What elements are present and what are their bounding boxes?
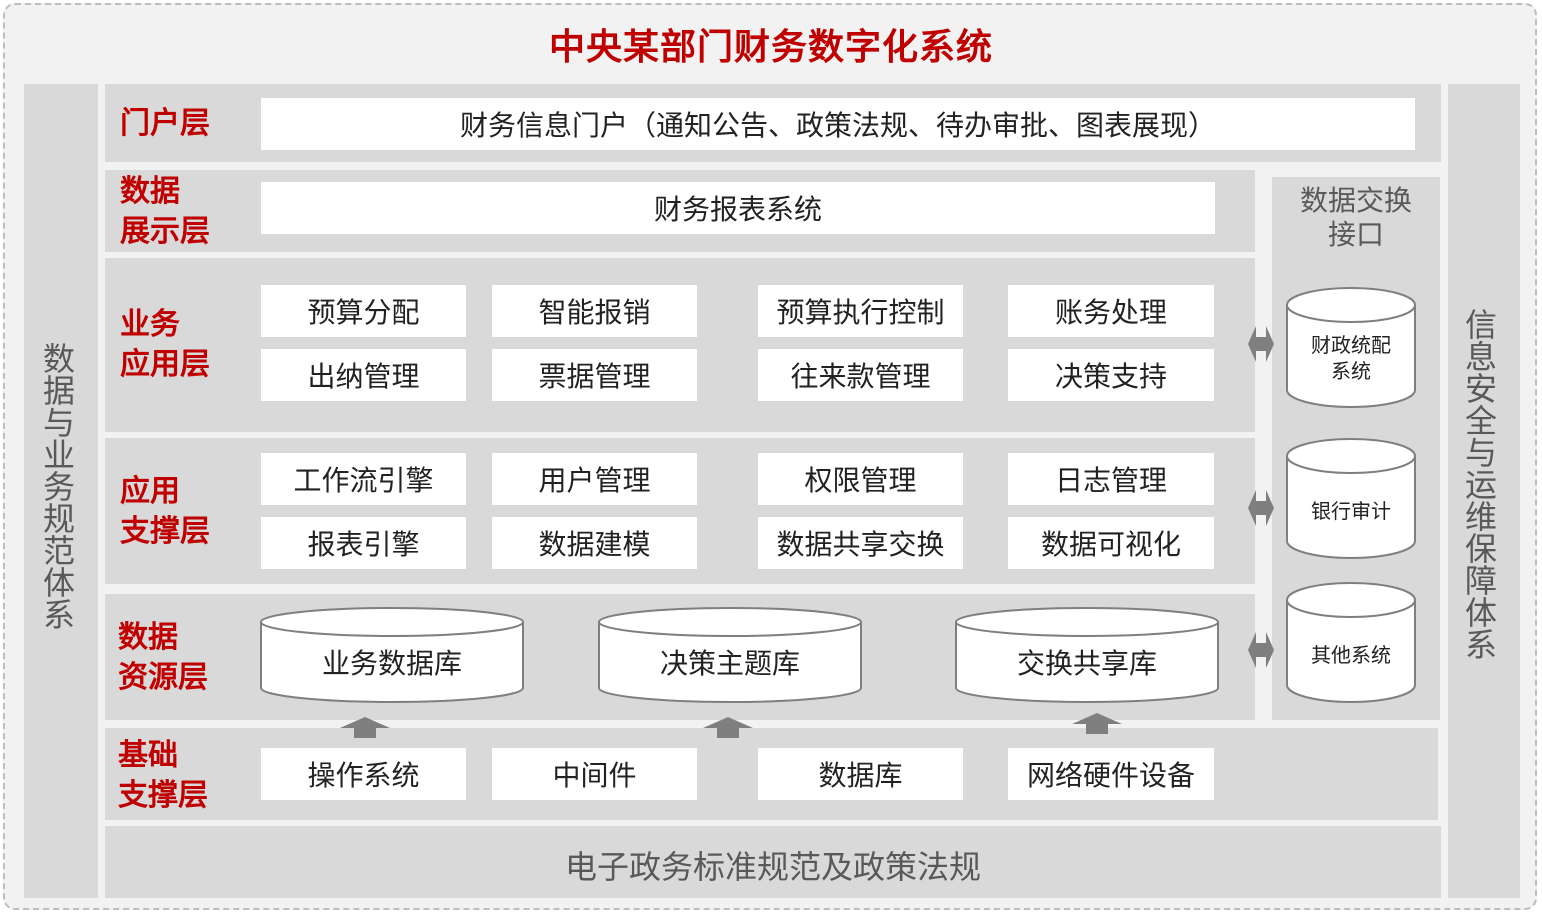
resource-layer-label: 数据资源层 [118,620,208,695]
system-cylinder [1286,582,1416,703]
portal-box: 财务信息门户（通知公告、政策法规、待办审批、图表展现） [261,98,1415,150]
portal-layer-label: 门户层 [120,106,210,141]
display-layer-label: 数据展示层 [120,174,210,249]
support-item: 数据可视化 [1008,517,1214,569]
support-item: 工作流引擎 [261,453,466,505]
base-layer-label: 基础支撑层 [118,738,208,813]
business-item: 智能报销 [492,285,697,337]
base-item: 数据库 [758,748,963,800]
system-cylinder [1286,438,1416,559]
system-label: 其他系统 [1311,642,1391,667]
system-label: 银行审计 [1311,498,1391,523]
support-item: 报表引擎 [261,517,466,569]
system-label: 财政统配系统 [1311,333,1391,383]
support-item: 用户管理 [492,453,697,505]
diagram-title: 中央某部门财务数字化系统 [548,27,993,68]
database-label: 业务数据库 [321,647,462,680]
business-item: 预算分配 [261,285,466,337]
up-arrow-icon [1072,713,1122,734]
base-item: 网络硬件设备 [1008,748,1214,800]
business-item: 决策支持 [1008,349,1214,401]
business-item: 出纳管理 [261,349,466,401]
support-item: 权限管理 [758,453,963,505]
right-column [1448,84,1520,898]
left-column-label: 数据与业务规范体系 [38,342,76,630]
support-layer-label: 应用支撑层 [120,474,210,549]
exchange-label: 数据交换接口 [1299,184,1412,251]
right-column-label: 信息安全与运维保障体系 [1460,308,1498,660]
left-column [24,84,98,898]
business-item: 往来款管理 [758,349,963,401]
database-label: 交换共享库 [1016,647,1157,680]
bottom-band [105,826,1441,898]
database-cylinder [955,607,1219,703]
up-arrow-icon [703,717,753,738]
support-item: 日志管理 [1008,453,1214,505]
database-cylinder [598,607,862,703]
business-item: 票据管理 [492,349,697,401]
database-cylinder [260,607,524,703]
base-item: 中间件 [492,748,697,800]
up-arrow-icon [340,717,390,738]
report-system-box: 财务报表系统 [261,182,1215,234]
double-arrow-icon [1248,490,1274,526]
bottom-label: 电子政务标准规范及政策法规 [564,848,981,886]
base-item: 操作系统 [261,748,466,800]
double-arrow-icon [1248,326,1274,362]
database-label: 决策主题库 [659,647,800,680]
business-item: 账务处理 [1008,285,1214,337]
business-layer-label: 业务应用层 [120,307,210,382]
double-arrow-icon [1248,632,1274,668]
system-cylinder [1286,287,1416,408]
support-item: 数据建模 [492,517,697,569]
business-item: 预算执行控制 [758,285,963,337]
support-item: 数据共享交换 [758,517,963,569]
